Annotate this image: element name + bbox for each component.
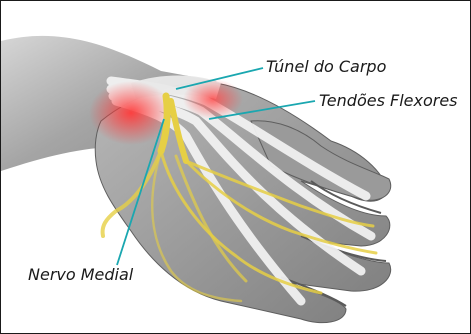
label-carpal-tunnel: Túnel do Carpo — [266, 59, 386, 75]
inflammation-left — [89, 81, 173, 145]
label-flexor-tendons: Tendões Flexores — [319, 93, 458, 109]
label-median-nerve: Nervo Medial — [28, 267, 133, 283]
